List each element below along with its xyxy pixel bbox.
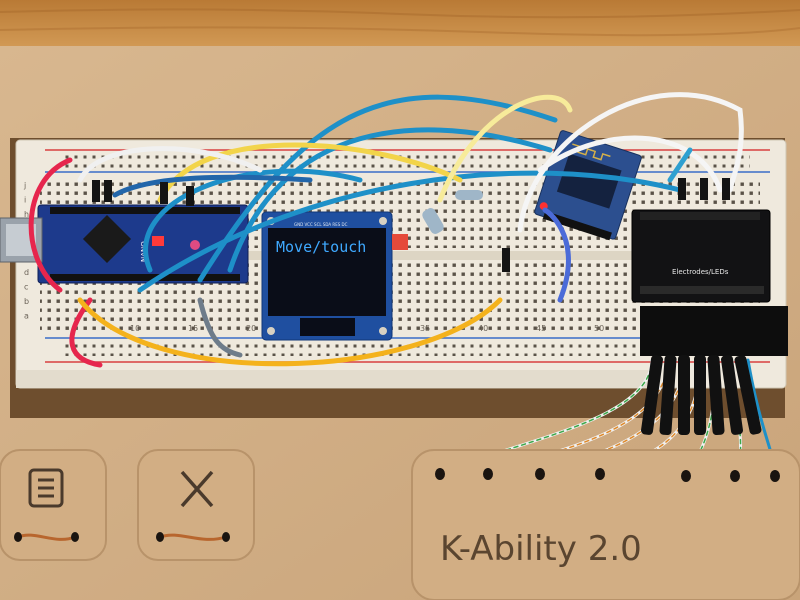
jumper-wires <box>28 92 744 368</box>
oled-display-module: GND VCC SCL SDA RES DC Move/touch <box>261 211 393 341</box>
resistors <box>422 190 483 234</box>
column-number: 50 <box>594 324 604 333</box>
menu-button[interactable] <box>0 449 107 561</box>
row-letter: d <box>24 268 29 277</box>
column-number: 45 <box>536 324 546 333</box>
red-stopper <box>392 234 408 250</box>
oled-pin-labels: GND VCC SCL SDA RES DC <box>294 222 348 227</box>
row-letter: i <box>24 196 26 205</box>
electrode-panel: K-Ability 2.0 <box>411 449 800 600</box>
row-letter: h <box>24 210 29 219</box>
column-number: 20 <box>246 324 256 333</box>
column-number: 10 <box>130 324 140 333</box>
product-label: K-Ability 2.0 <box>440 529 642 569</box>
oled-screen-text: Move/touch <box>276 238 366 256</box>
row-letter: b <box>24 297 29 306</box>
menu-button-wire <box>17 533 76 541</box>
cancel-button[interactable] <box>137 449 255 561</box>
row-letter: c <box>24 283 28 292</box>
column-number: 35 <box>420 324 430 333</box>
close-x-icon <box>180 470 214 508</box>
wire-pins <box>92 178 730 272</box>
menu-document-icon <box>28 468 64 508</box>
column-number: 40 <box>478 324 488 333</box>
column-number: 15 <box>188 324 198 333</box>
row-letter: a <box>24 312 29 321</box>
row-letter: j <box>23 181 26 190</box>
cancel-button-wire <box>159 533 227 541</box>
electrode-wire-sleeves <box>641 354 762 436</box>
wood-table <box>0 0 800 48</box>
electrode-board-label: Electrodes/LEDs <box>672 268 729 276</box>
electrode-led-board: Electrodes/LEDs <box>631 209 788 356</box>
